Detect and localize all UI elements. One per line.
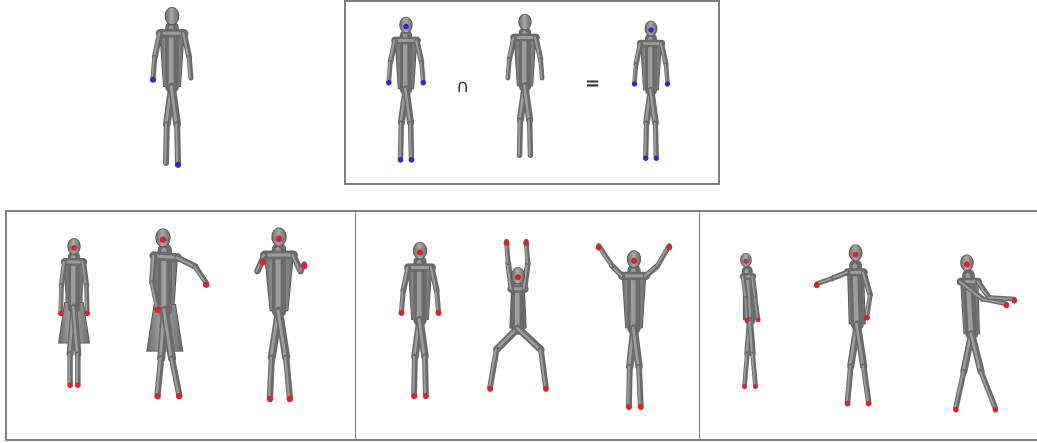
feature-marker — [743, 259, 748, 264]
feature-marker — [398, 157, 404, 163]
head — [519, 14, 531, 30]
view-walking-figure — [930, 258, 1026, 416]
feature-marker — [543, 386, 549, 392]
feature-marker — [409, 157, 415, 163]
limb-highlight — [628, 367, 629, 406]
feature-marker — [632, 81, 637, 86]
feature-marker — [398, 310, 404, 316]
view-side-figure — [716, 238, 784, 410]
equals-symbol: = — [585, 75, 600, 93]
pose-squat-figure — [472, 238, 564, 402]
feature-marker — [845, 401, 851, 407]
feature-marker — [523, 240, 529, 246]
feature-marker — [742, 384, 747, 389]
feature-marker — [287, 396, 293, 402]
feature-marker — [866, 401, 872, 407]
feature-marker — [631, 258, 637, 264]
limb-highlight — [424, 357, 425, 395]
limb-highlight — [980, 372, 994, 408]
limb-highlight — [517, 328, 540, 349]
feature-marker — [71, 245, 77, 251]
feature-marker — [423, 393, 429, 399]
feature-marker — [84, 311, 90, 317]
feature-marker — [487, 386, 493, 392]
feature-marker — [417, 249, 423, 255]
feature-marker — [176, 393, 182, 399]
feature-marker — [964, 261, 970, 267]
feature-marker — [665, 81, 670, 86]
feature-marker — [267, 396, 273, 402]
feature-marker — [58, 311, 64, 317]
head — [165, 7, 179, 24]
feature-marker — [301, 263, 307, 269]
feature-marker — [276, 236, 282, 242]
feature-marker — [150, 77, 156, 83]
feature-marker — [154, 307, 160, 313]
feature-marker — [666, 244, 672, 250]
feature-marker — [504, 240, 510, 246]
intersection-input-b-figure — [486, 10, 564, 168]
clothing-dress-figure — [35, 224, 113, 406]
feature-marker — [753, 384, 758, 389]
feature-marker — [993, 407, 999, 413]
feature-marker — [386, 80, 392, 86]
feature-marker — [515, 274, 521, 280]
limb-highlight — [496, 328, 517, 349]
intersection-input-a-figure — [367, 14, 445, 170]
feature-marker — [411, 393, 417, 399]
limb-highlight — [60, 285, 61, 312]
feature-marker — [1011, 298, 1017, 304]
feature-marker — [1004, 303, 1010, 309]
feature-marker — [648, 27, 653, 32]
feature-marker — [756, 317, 761, 322]
feature-marker — [67, 382, 73, 388]
feature-marker — [403, 24, 409, 30]
reference-figure — [128, 4, 216, 176]
feature-marker — [745, 317, 750, 322]
feature-marker — [154, 393, 160, 399]
feature-marker — [626, 404, 632, 410]
view-three-quarter-figure — [812, 248, 896, 410]
feature-marker — [654, 156, 659, 161]
pose-arms-up-figure — [582, 244, 686, 412]
limb-highlight — [400, 123, 401, 158]
intersection-result-figure — [612, 18, 690, 168]
feature-marker — [814, 282, 820, 288]
feature-marker — [853, 252, 859, 258]
feature-marker — [953, 407, 959, 413]
feature-marker — [260, 259, 266, 265]
limb-highlight — [165, 124, 166, 163]
clothing-skirt-figure — [127, 226, 217, 408]
feature-marker — [643, 156, 648, 161]
feature-marker — [160, 236, 166, 242]
clothing-loose-figure — [234, 228, 324, 408]
feature-marker — [175, 162, 181, 168]
limb-highlight — [86, 285, 87, 312]
feature-marker — [638, 404, 644, 410]
limb-highlight — [413, 357, 414, 395]
feature-marker — [864, 315, 870, 321]
intersection-symbol: ∩ — [456, 78, 469, 96]
limb-highlight — [519, 120, 520, 155]
group-divider-2 — [699, 211, 700, 440]
group-divider-1 — [355, 211, 356, 440]
limb-highlight — [655, 123, 656, 157]
limb-highlight — [410, 123, 411, 158]
limb-highlight — [529, 120, 530, 155]
feature-marker — [596, 244, 602, 250]
feature-marker — [203, 281, 209, 287]
limb-highlight — [176, 124, 177, 163]
feature-marker — [435, 310, 441, 316]
feature-marker — [420, 80, 426, 86]
feature-marker — [75, 382, 81, 388]
limb-highlight — [645, 123, 646, 157]
pose-standing-figure — [378, 238, 462, 408]
